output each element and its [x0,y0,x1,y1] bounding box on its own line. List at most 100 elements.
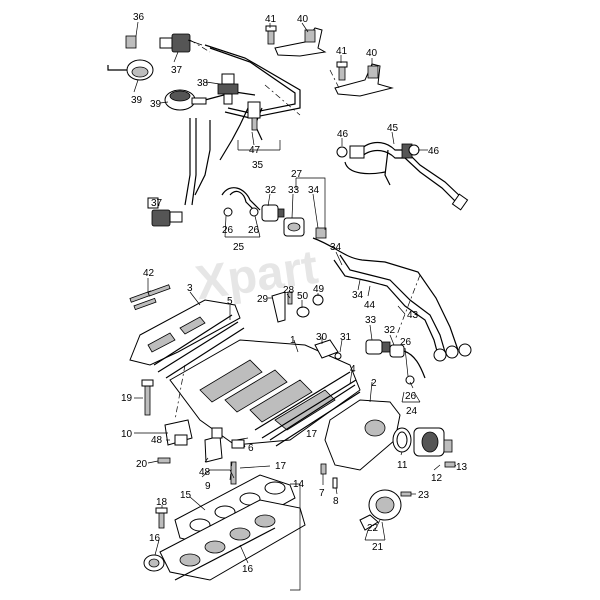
callout-28: 28 [283,285,295,296]
hose-clamp-26 [223,207,327,239]
callout-38: 38 [197,78,209,89]
callout-40a: 40 [297,14,309,25]
pipe-21 [359,489,402,531]
callout-42: 42 [143,268,155,279]
valve-39b [164,89,207,111]
nut-31 [334,352,342,360]
valve-32-33 [261,204,305,237]
callout-12: 12 [431,473,443,484]
callout-48a: 48 [151,435,163,446]
bracket-29 [271,291,286,323]
callout-13: 13 [456,462,468,473]
gasket-15 [174,474,296,546]
callout-39b: 39 [150,99,162,110]
callout-15: 15 [180,490,192,501]
studs-42 [129,284,171,311]
gasket-4 [269,384,361,447]
callout-17b: 17 [275,461,287,472]
callout-50: 50 [297,291,309,302]
callout-36: 36 [133,12,145,23]
callout-27: 27 [291,169,303,180]
bolt-23 [400,491,412,497]
callout-18: 18 [156,497,168,508]
callout-40b: 40 [366,48,378,59]
callout-37: 37 [171,65,183,76]
callout-32b: 32 [384,325,396,336]
callout-47: 47 [249,145,261,156]
callout-39: 39 [131,95,143,106]
callout-30: 30 [316,332,328,343]
nut-49 [312,294,324,306]
bolt-20 [157,457,171,464]
callout-26c: 26 [400,337,412,348]
clip-6 [231,439,245,449]
callout-8: 8 [333,496,339,507]
callout-17a: 17 [306,429,318,440]
clip-46a [336,146,348,158]
callout-35: 35 [252,160,264,171]
callout-45: 45 [387,123,399,134]
callout-26b: 26 [248,225,260,236]
callout-31: 31 [340,332,352,343]
washer-8 [332,477,338,489]
flange-16a [143,554,165,572]
bracket-40a [274,27,327,57]
callout-22: 22 [367,523,379,534]
bolt-7 [320,463,327,475]
callout-37b: 37 [151,198,163,209]
callout-25: 25 [233,242,245,253]
callout-33a: 33 [288,185,300,196]
vacuum-lines [118,44,301,206]
callout-9: 9 [205,481,211,492]
callout-4: 4 [350,364,356,375]
callout-48b: 48 [199,467,211,478]
valve-right-32-33 [365,339,426,379]
callout-16b: 16 [242,564,254,575]
bracket-40b [334,63,394,97]
sensor-38 [217,73,239,105]
stud-17b [230,461,237,485]
bolt-19 [141,379,154,416]
callout-21: 21 [372,542,384,553]
connector-47 [247,101,261,131]
callout-16a: 16 [149,533,161,544]
callout-19: 19 [121,393,133,404]
bolt-41b [336,61,348,81]
clamp-26c [405,375,415,385]
gasket-11 [392,427,412,453]
callout-20: 20 [136,459,148,470]
bush-50 [296,306,310,318]
bracket-48 [204,427,223,463]
clip-46b [408,144,420,156]
callout-34a: 34 [308,185,320,196]
throttle-body-12 [413,427,453,457]
intake-manifold-1 [169,339,361,446]
callout-41a: 41 [265,14,277,25]
manifold-cover-3 [129,299,241,366]
valve-37b [147,197,183,227]
solenoid-valve-37 [171,33,191,53]
callout-26d: 26 [405,391,417,402]
bracket-30 [314,339,339,359]
callout-46a: 46 [337,129,349,140]
callout-14: 14 [293,479,305,490]
manifold-2 [324,399,401,471]
bolt-18 [155,507,168,529]
callout-5: 5 [227,296,233,307]
callout-2: 2 [371,378,377,389]
lower-manifold-16 [159,499,306,581]
callout-29: 29 [257,294,269,305]
callout-41b: 41 [336,46,348,57]
callout-3: 3 [187,283,193,294]
callout-24: 24 [406,406,418,417]
hose-clamp-36 [125,35,137,49]
callout-6: 6 [248,443,254,454]
callout-46b: 46 [428,146,440,157]
callout-34b: 34 [330,242,342,253]
gasket-5 [153,314,245,379]
bolt-13 [444,461,456,468]
callout-33b: 33 [365,315,377,326]
bolt-41a [265,25,277,45]
callout-11: 11 [397,460,408,471]
hose-45 [344,141,469,211]
